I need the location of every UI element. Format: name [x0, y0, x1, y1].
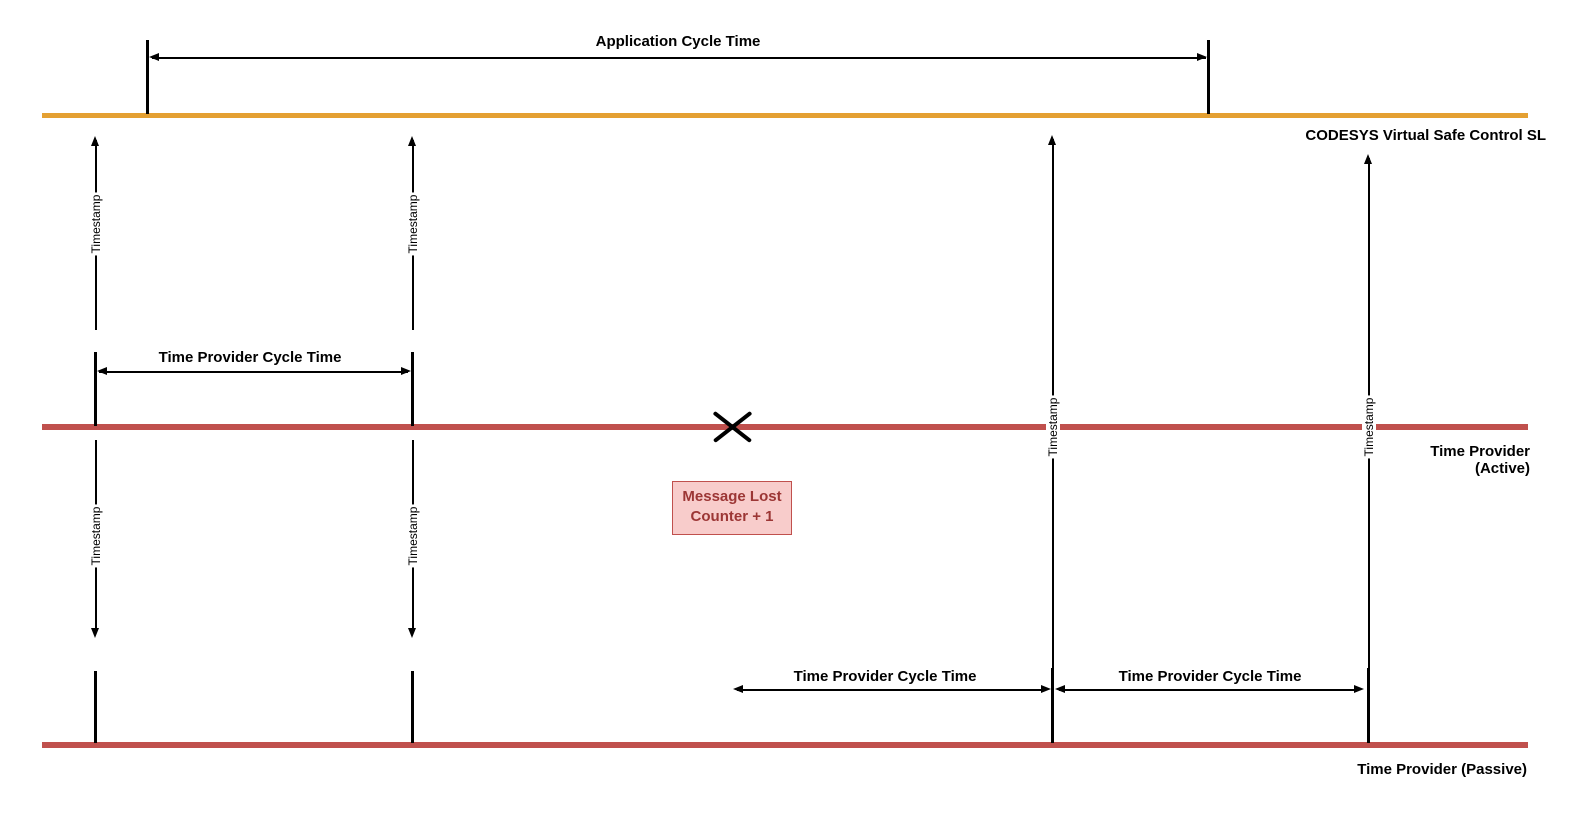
passive-lane-tick-4 [1367, 668, 1370, 743]
application-cycle-start-tick [146, 40, 149, 114]
passive-lane-tick-2 [411, 671, 414, 743]
timestamp-down-arrow-2-head [408, 628, 416, 638]
timestamp-down-arrow-1-head [91, 628, 99, 638]
passive-lane-tick-1 [94, 671, 97, 743]
provider-cycle-top-arrowhead-left [97, 367, 107, 375]
timestamp-label-6: Timestamp [1362, 395, 1376, 459]
application-cycle-time-label: Application Cycle Time [595, 33, 761, 50]
application-cycle-arrowhead-right [1197, 53, 1207, 61]
provider-cycle-top-arrowhead-right [401, 367, 411, 375]
timestamp-long-arrow-1-head [1048, 135, 1056, 145]
provider-cycle-bottom-left-label: Time Provider Cycle Time [793, 668, 977, 685]
timestamp-up-arrow-2-head [408, 136, 416, 146]
application-cycle-arrow-line [152, 57, 1206, 59]
message-lost-box-line2: Counter + 1 [690, 508, 774, 525]
provider-cycle-top-label: Time Provider Cycle Time [158, 349, 342, 366]
timestamp-label-5: Timestamp [1046, 395, 1060, 459]
timestamp-label-1: Timestamp [89, 192, 103, 256]
timestamp-label-3: Timestamp [89, 504, 103, 568]
provider-cycle-top-arrow-line [99, 371, 408, 373]
timestamp-label-2: Timestamp [406, 192, 420, 256]
timestamp-long-arrow-2-head [1364, 154, 1372, 164]
provider-cycle-bottom-left-arrow-line [737, 689, 1045, 691]
provider-cycle-bottom-right-label: Time Provider Cycle Time [1118, 668, 1302, 685]
application-lane-label: CODESYS Virtual Safe Control SL [1305, 127, 1546, 144]
time-provider-active-line [42, 424, 1528, 430]
time-provider-active-label-line2: (Active) [1474, 460, 1530, 477]
time-provider-passive-line [42, 742, 1528, 748]
message-lost-x-mark [709, 409, 756, 445]
time-provider-passive-label: Time Provider (Passive) [1357, 761, 1527, 778]
application-cycle-arrowhead-left [149, 53, 159, 61]
provider-cycle-bottom-left-arrowhead-right [1041, 685, 1051, 693]
provider-cycle-bottom-left-arrowhead-left [733, 685, 743, 693]
timestamp-up-arrow-1-head [91, 136, 99, 146]
timestamp-label-4: Timestamp [406, 504, 420, 568]
application-timeline-line [42, 113, 1528, 118]
provider-cycle-top-start-tick [94, 352, 97, 426]
passive-lane-tick-3 [1051, 668, 1054, 743]
provider-cycle-top-end-tick [411, 352, 414, 426]
message-lost-box-line1: Message Lost [682, 488, 782, 505]
application-cycle-end-tick [1207, 40, 1210, 114]
time-provider-active-label-line1: Time Provider [1430, 443, 1530, 460]
message-lost-box: Message Lost Counter + 1 [672, 481, 792, 535]
provider-cycle-bottom-right-arrowhead-left [1055, 685, 1065, 693]
provider-cycle-bottom-right-arrow-line [1059, 689, 1356, 691]
provider-cycle-bottom-right-arrowhead-right [1354, 685, 1364, 693]
